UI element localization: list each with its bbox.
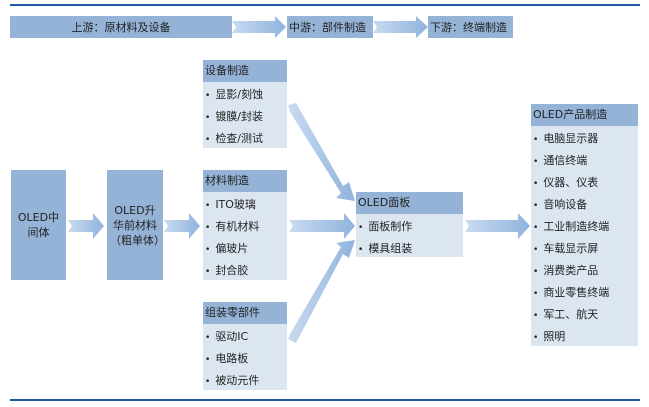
list-item: 被动元件	[205, 370, 287, 392]
list-item: 面板制作	[358, 216, 463, 238]
arrow-precursor-materials	[164, 213, 200, 239]
box-title: 组装零部件	[203, 302, 287, 324]
block-label: OLED升华前材料（粗单体）	[110, 203, 165, 247]
equipment-box: 设备制造 显影/刻蚀镀膜/封装检查/测试	[203, 60, 287, 148]
arrow-components-panel	[288, 240, 355, 343]
bottom-rule	[10, 399, 640, 401]
products-box: OLED产品制造 电脑显示器 通信终端 仪器、仪表 音响设备 工业制造终端 车载…	[531, 104, 638, 346]
panel-box: OLED面板 面板制作模具组装	[356, 192, 463, 257]
list-item: 电脑显示器	[533, 128, 638, 150]
stage-downstream: 下游：终端制造	[428, 16, 513, 38]
oled-precursor: OLED升华前材料（粗单体）	[107, 170, 165, 280]
materials-box: 材料制造 ITO玻璃有机材料偏玻片封合胶	[203, 170, 287, 280]
list-item: 仪器、仪表	[533, 172, 638, 194]
box-title: OLED产品制造	[531, 104, 638, 126]
arrow-upstream-midstream	[232, 16, 286, 38]
components-box: 组装零部件 驱动IC电路板被动元件	[203, 302, 287, 390]
list-item: 商业零售终端	[533, 282, 638, 304]
box-title: 材料制造	[203, 170, 287, 192]
list-item: 偏玻片	[205, 238, 287, 260]
stage-midstream: 中游：部件制造	[287, 16, 373, 38]
stage-label: 上游：原材料及设备	[71, 21, 171, 34]
list-item: 消费类产品	[533, 260, 638, 282]
oled-intermediate: OLED中间体	[11, 170, 66, 280]
list-item: 工业制造终端	[533, 216, 638, 238]
list-item: 音响设备	[533, 194, 638, 216]
stage-upstream: 上游：原材料及设备	[10, 16, 232, 38]
box-title: OLED面板	[356, 192, 463, 214]
list-item: 通信终端	[533, 150, 638, 172]
list-item: ITO玻璃	[205, 194, 287, 216]
list-item: 车载显示屏	[533, 238, 638, 260]
arrow-materials-panel	[289, 213, 355, 239]
list-item: 模具组装	[358, 238, 463, 260]
list-item: 有机材料	[205, 216, 287, 238]
list-item: 照明	[533, 326, 638, 348]
list-item: 显影/刻蚀	[205, 84, 287, 106]
list-item: 驱动IC	[205, 326, 287, 348]
arrow-equipment-panel	[288, 103, 355, 201]
arrow-intermediate-precursor	[68, 213, 104, 239]
list-item: 镀膜/封装	[205, 106, 287, 128]
top-rule	[10, 4, 640, 6]
list-item: 检查/测试	[205, 128, 287, 150]
arrow-panel-products	[465, 213, 530, 239]
arrow-midstream-downstream	[373, 16, 428, 38]
block-label: OLED中间体	[17, 211, 60, 239]
box-title: 设备制造	[203, 60, 287, 82]
list-item: 封合胶	[205, 260, 287, 282]
stage-label: 下游：终端制造	[430, 21, 507, 34]
stage-label: 中游：部件制造	[289, 21, 366, 34]
list-item: 军工、航天	[533, 304, 638, 326]
list-item: 电路板	[205, 348, 287, 370]
